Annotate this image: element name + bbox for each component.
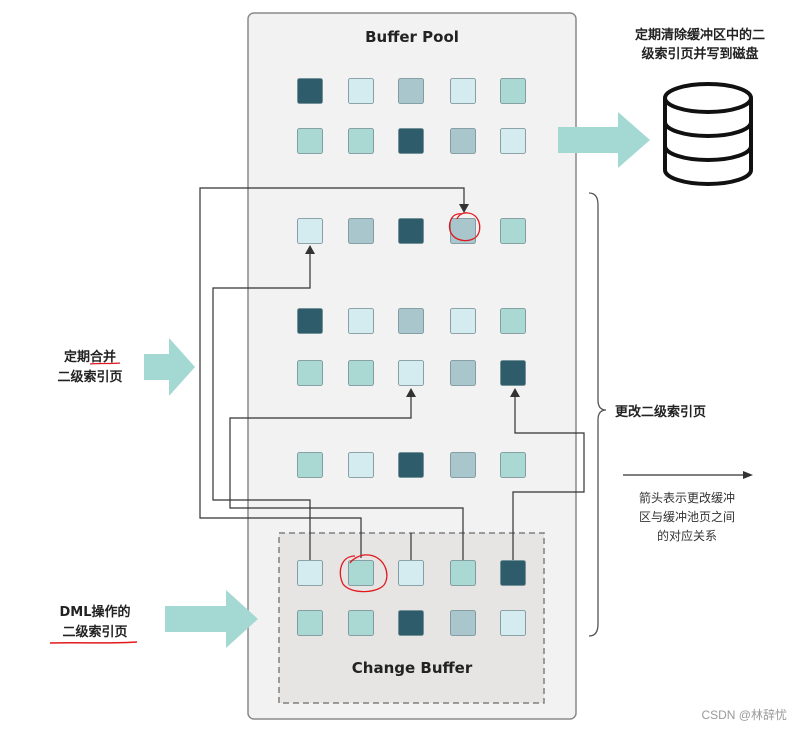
- index-page: [500, 610, 526, 636]
- brace-icon: [588, 192, 607, 637]
- index-page: [500, 560, 526, 586]
- index-page: [450, 308, 476, 334]
- watermark: CSDN @林辞忧: [701, 707, 787, 722]
- index-page: [348, 218, 374, 244]
- index-page: [297, 128, 323, 154]
- index-page: [348, 78, 374, 104]
- index-page: [398, 610, 424, 636]
- arrowhead: [743, 471, 753, 479]
- arrowhead: [459, 204, 469, 213]
- merge-label-line1: 定期合并: [63, 349, 116, 365]
- highlight-underline: [49, 641, 138, 644]
- index-page: [398, 452, 424, 478]
- index-page: [398, 78, 424, 104]
- page-grid: [297, 78, 526, 636]
- arrowhead: [510, 388, 520, 397]
- index-page: [450, 452, 476, 478]
- highlight-underline: [89, 362, 121, 365]
- index-page: [398, 560, 424, 586]
- index-page: [297, 308, 323, 334]
- index-page: [500, 218, 526, 244]
- index-page: [398, 128, 424, 154]
- index-page: [398, 308, 424, 334]
- connector-line: [229, 394, 464, 560]
- change-buffer-title: Change Buffer: [352, 659, 473, 677]
- index-page: [398, 218, 424, 244]
- index-page: [297, 78, 323, 104]
- index-page: [297, 218, 323, 244]
- index-page: [450, 560, 476, 586]
- dml-label-line1: DML操作的: [59, 604, 130, 620]
- index-page: [450, 610, 476, 636]
- dml-label-line2: 二级索引页: [62, 624, 127, 640]
- merge-label-line2: 二级索引页: [57, 369, 122, 385]
- index-page: [297, 560, 323, 586]
- index-page: [450, 128, 476, 154]
- arrow-right-icon: [558, 112, 650, 168]
- arrow-right-icon: [144, 338, 195, 396]
- index-page: [500, 360, 526, 386]
- connector-lines: [199, 187, 585, 560]
- index-page: [450, 78, 476, 104]
- index-page: [348, 308, 374, 334]
- index-page: [500, 308, 526, 334]
- index-page: [500, 452, 526, 478]
- index-page: [398, 360, 424, 386]
- legend-text-line3: 的对应关系: [657, 528, 717, 543]
- flush-label-line2: 级索引页并写到磁盘: [641, 46, 758, 62]
- connector-line: [199, 187, 465, 558]
- index-page: [348, 452, 374, 478]
- index-page: [348, 360, 374, 386]
- arrowhead: [305, 245, 315, 254]
- index-page: [500, 128, 526, 154]
- index-page: [297, 360, 323, 386]
- index-page: [500, 78, 526, 104]
- arrow-right-icon: [165, 590, 258, 648]
- highlight-circle: [448, 212, 481, 242]
- buffer-pool-title: Buffer Pool: [365, 28, 459, 46]
- index-page: [348, 128, 374, 154]
- highlight-circle: [339, 554, 388, 593]
- index-page: [297, 610, 323, 636]
- legend-text-line2: 区与缓冲池页之间: [639, 509, 735, 524]
- index-page: [348, 560, 374, 586]
- connector-line: [512, 394, 585, 560]
- index-page: [450, 360, 476, 386]
- index-page: [348, 610, 374, 636]
- index-page: [297, 452, 323, 478]
- modify-label: 更改二级索引页: [615, 404, 706, 420]
- flush-label-line1: 定期清除缓冲区中的二: [634, 27, 765, 43]
- arrowhead: [406, 388, 416, 397]
- connector-line: [212, 251, 311, 560]
- connector-arrowheads: [305, 204, 520, 397]
- legend-text-line1: 箭头表示更改缓冲: [639, 490, 735, 505]
- database-icon: [663, 82, 753, 186]
